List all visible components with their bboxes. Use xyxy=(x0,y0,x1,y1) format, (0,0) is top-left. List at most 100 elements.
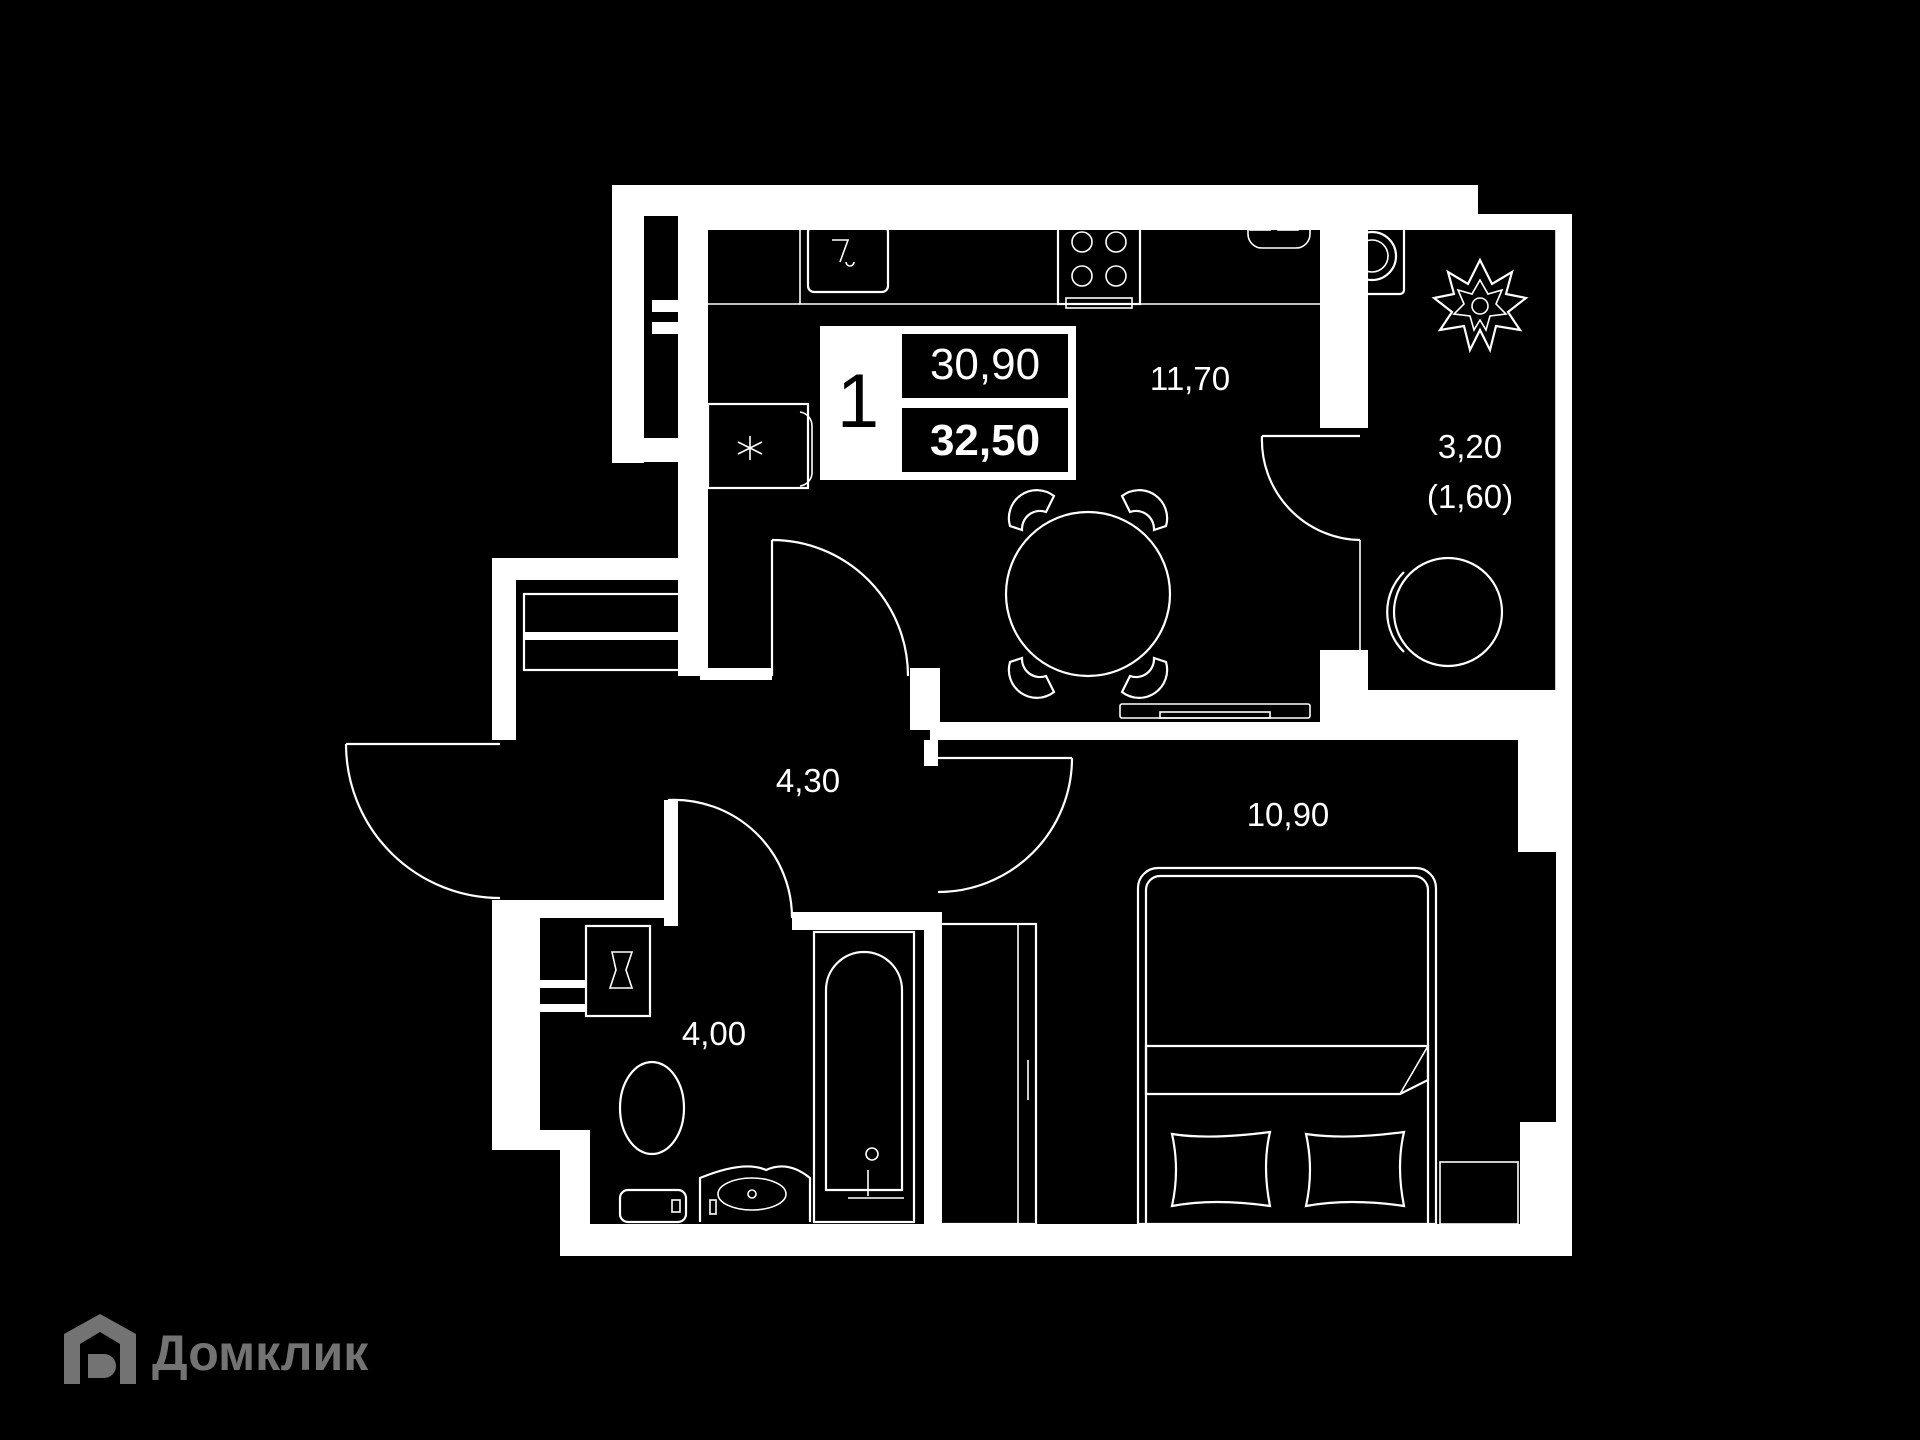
chair-icon xyxy=(1120,489,1169,532)
wall-hall-bedroom xyxy=(924,740,938,766)
brand-name: Домклик xyxy=(152,1325,369,1381)
total-area-label: 32,50 xyxy=(930,416,1040,465)
hall-furniture xyxy=(522,592,696,672)
tv-icon xyxy=(1159,711,1271,719)
window-bath-left-b xyxy=(532,1004,586,1012)
kitchen-counter-outline xyxy=(799,230,1320,305)
washbasin-bowl-icon xyxy=(717,1177,787,1211)
kitchen-area-label: 11,70 xyxy=(1150,360,1230,397)
drain-icon xyxy=(747,1189,757,1199)
hood-vent-b xyxy=(1277,223,1299,231)
faucet-icon xyxy=(832,239,855,267)
bathtub-tap-icon xyxy=(848,1170,904,1199)
nightstand-icon xyxy=(1439,1161,1519,1225)
total-area-box xyxy=(902,408,1068,472)
fridge-icon xyxy=(706,402,810,490)
wall-left-upper xyxy=(612,185,644,463)
window-bedroom-right xyxy=(1556,852,1572,1122)
wall-bath-top xyxy=(792,912,940,930)
wardrobe-hall-icon xyxy=(522,592,696,672)
wall-bottom xyxy=(560,1224,1572,1256)
balcony-chair-back-icon xyxy=(1386,571,1405,653)
hood-vent-a xyxy=(1249,223,1271,231)
hood-icon xyxy=(1065,297,1133,309)
wall-hall-bath xyxy=(516,900,676,918)
dining-table-icon xyxy=(1004,510,1172,678)
blanket-fold-icon xyxy=(1399,1045,1429,1095)
door-bedroom xyxy=(937,756,1074,894)
balcony-reduced-area-label: (1,60) xyxy=(1427,478,1513,515)
wall-kitchen-right xyxy=(1320,214,1368,428)
door-balcony xyxy=(1260,434,1361,542)
chair-icon xyxy=(1007,489,1056,532)
bedroom-furniture xyxy=(938,866,1519,1226)
window-hall-left xyxy=(524,632,694,640)
bathroom-area-label: 4,00 xyxy=(682,1015,746,1052)
living-area-box xyxy=(902,334,1068,398)
bedroom-area-label: 10,90 xyxy=(1247,796,1330,833)
toilet-icon xyxy=(618,1060,686,1156)
wall-kitchen-hall xyxy=(700,668,772,680)
house-logo-icon xyxy=(64,1314,136,1384)
burner-icon xyxy=(1105,231,1127,253)
pillow-icon xyxy=(1304,1130,1406,1208)
toilet-tank-icon xyxy=(618,1188,688,1224)
pillow-icon xyxy=(1170,1130,1272,1208)
washbasin-icon xyxy=(698,1165,812,1222)
wall-hall-door-jamb xyxy=(910,668,940,730)
washbasin-tap-icon xyxy=(709,1199,717,1215)
burner-icon xyxy=(1071,265,1093,287)
burner-icon xyxy=(1071,231,1093,253)
plant-icon xyxy=(1431,257,1529,354)
chair-icon xyxy=(1007,656,1056,699)
hall-area-label: 4,30 xyxy=(776,762,840,799)
bed-icon xyxy=(1136,866,1438,1226)
washing-cabinet-icon xyxy=(584,924,652,1018)
door-bathroom xyxy=(666,798,794,919)
wardrobe-bedroom-icon xyxy=(938,922,1038,1226)
washing-machine-drum-icon xyxy=(1346,230,1398,282)
apartment-summary: 1 30,90 32,50 xyxy=(820,326,1076,480)
doors xyxy=(344,434,1361,919)
wall-hall-upper-left xyxy=(492,558,700,740)
wall-kitchen-bedroom-a xyxy=(930,722,1320,740)
wall-left-lower xyxy=(492,900,590,1256)
blanket-icon xyxy=(1144,1044,1430,1096)
bathtub-drain-icon xyxy=(865,1147,879,1161)
cooker-hood-icon xyxy=(1247,216,1311,249)
brand-logo: Домклик xyxy=(64,1314,369,1384)
tv-stand-icon xyxy=(1119,703,1311,719)
bathtub-inner-icon xyxy=(824,950,904,1192)
burner-icon xyxy=(1105,265,1127,287)
wall-top xyxy=(612,185,1572,230)
bathroom-furniture xyxy=(584,924,916,1224)
balcony-area-label: 3,20 xyxy=(1438,428,1502,465)
door-kitchen xyxy=(770,538,910,677)
balcony-furniture xyxy=(1386,257,1529,668)
wall-balcony-right xyxy=(1556,214,1572,690)
walls xyxy=(492,185,1572,1256)
chair-icon xyxy=(1120,656,1169,699)
window-kitchen-left-a xyxy=(652,300,700,312)
door-entrance xyxy=(344,742,501,900)
rooms-count: 1 xyxy=(837,359,879,444)
wall-balcony-bottom xyxy=(1368,690,1572,740)
bed-frame-inner xyxy=(1144,874,1430,1224)
wall-balcony-left-lower xyxy=(1328,650,1368,698)
wall-bath-bedroom xyxy=(924,912,942,1224)
fridge-door-icon xyxy=(799,411,813,487)
washing-machine-icon xyxy=(1338,216,1406,296)
towel-icon xyxy=(608,951,634,989)
window-bath-left-a xyxy=(532,980,586,988)
snowflake-icon xyxy=(737,436,763,460)
balcony-chair-icon xyxy=(1392,556,1504,668)
kitchen-furniture xyxy=(706,214,1406,719)
window-kitchen-left-b xyxy=(652,322,700,334)
wall-bath-door-jamb xyxy=(664,800,678,926)
toilet-button-icon xyxy=(671,1199,681,1213)
wall-bedroom-right-upper xyxy=(1518,740,1572,852)
stove-icon xyxy=(1056,214,1142,306)
sink-icon xyxy=(806,224,890,294)
living-area-label: 30,90 xyxy=(930,340,1040,389)
